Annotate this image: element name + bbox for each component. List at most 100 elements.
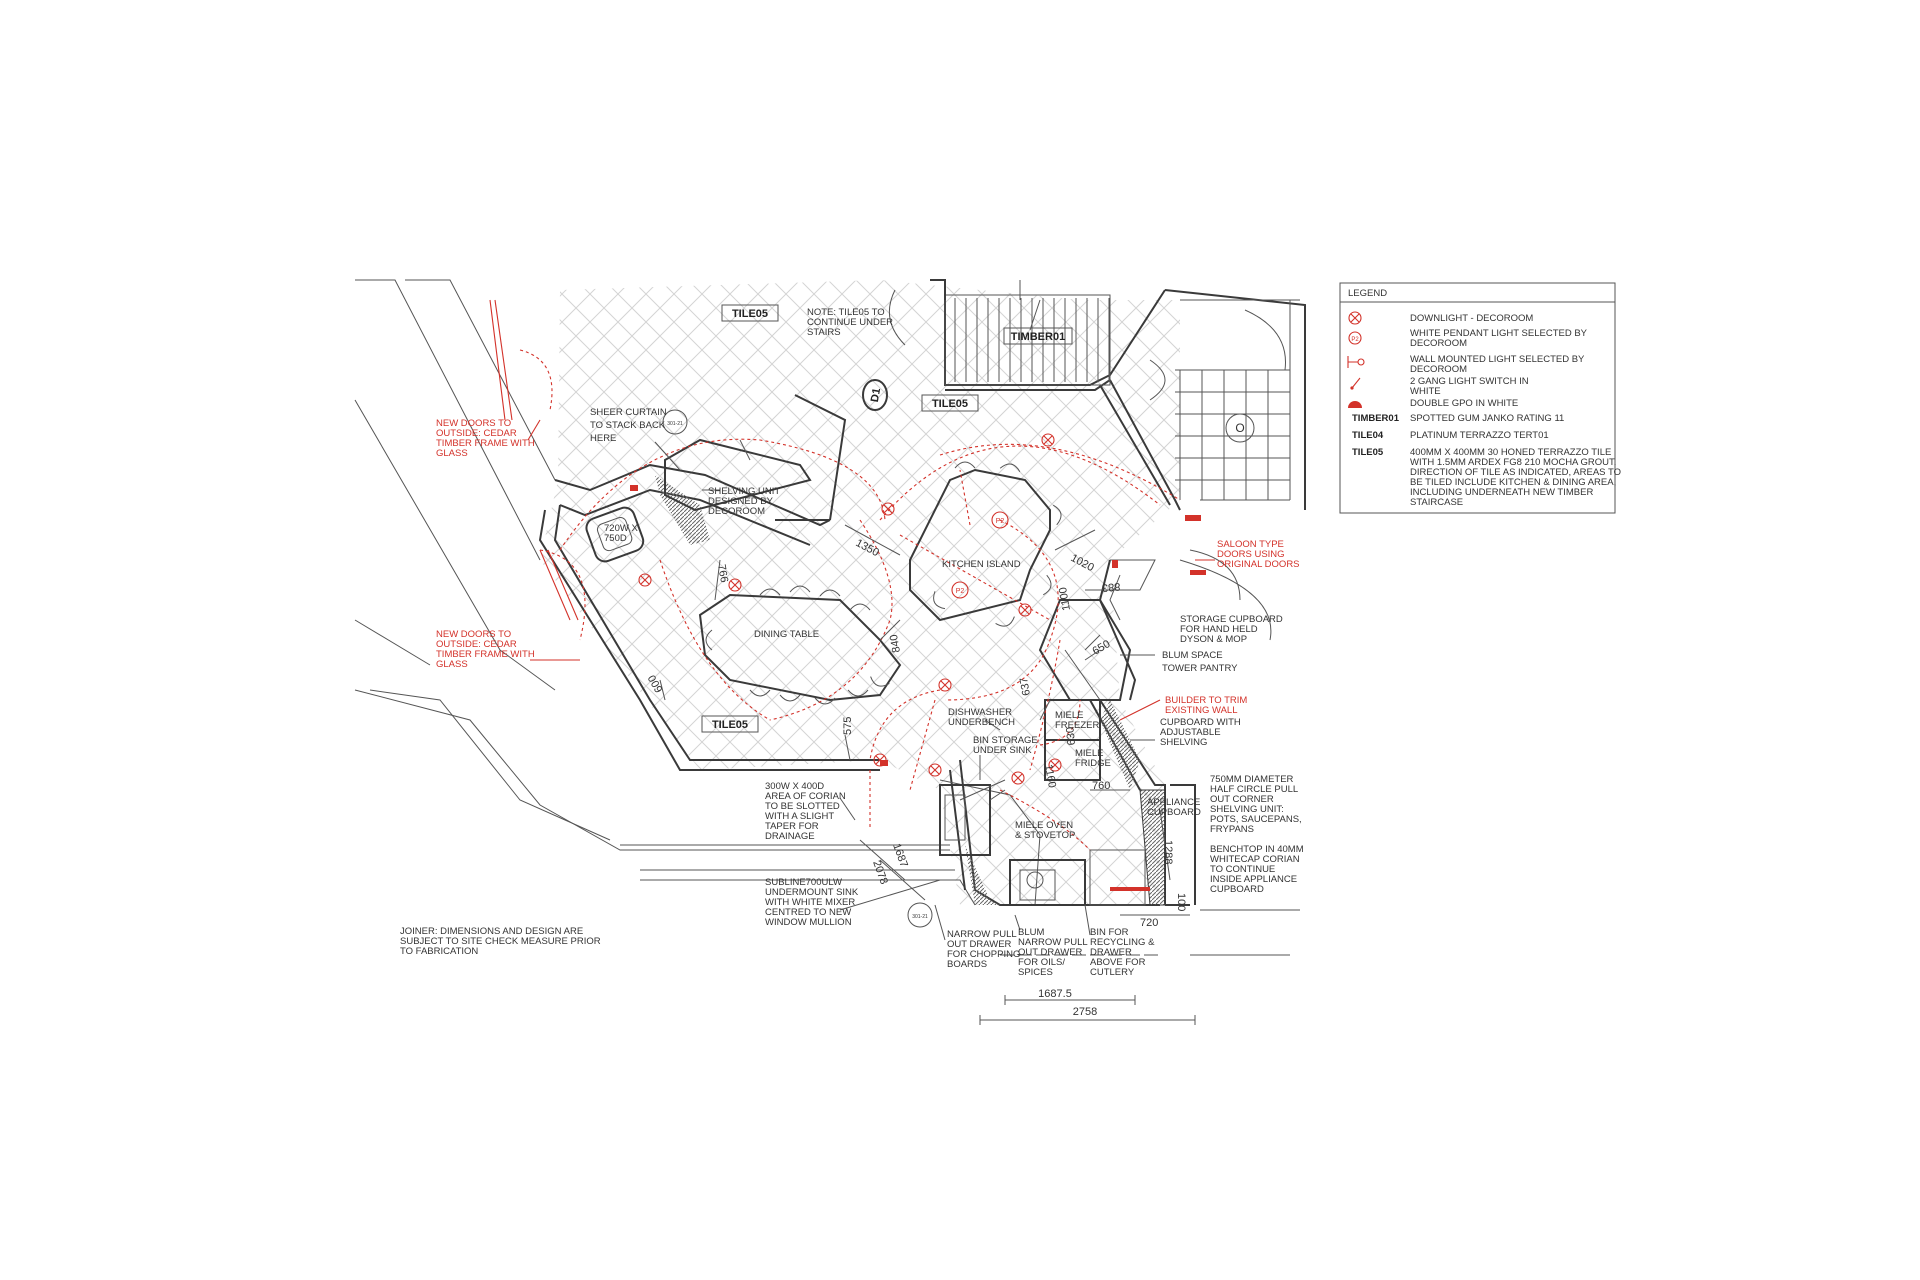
tile05-tag-bottom: TILE05 <box>712 719 748 731</box>
chair <box>999 463 1021 472</box>
downlight-icon <box>1041 433 1055 447</box>
dim-1020: 1020 <box>1069 552 1096 574</box>
wall-light-icon <box>1347 356 1365 368</box>
dim-760: 760 <box>1092 780 1110 792</box>
lighting-circuits <box>559 438 1181 851</box>
tile05-tag-top: TILE05 <box>732 308 768 320</box>
note-tower-pantry: TOWER PANTRY <box>1162 663 1238 674</box>
door-tag: D1 <box>862 379 888 411</box>
legend-code: TILE04 <box>1352 430 1384 441</box>
chair <box>954 461 976 469</box>
dim-1350: 1350 <box>854 537 881 559</box>
chair <box>779 694 801 702</box>
chair <box>819 589 841 597</box>
chair <box>814 697 836 705</box>
svg-text:301-21: 301-21 <box>667 421 683 427</box>
downlights <box>638 433 1062 785</box>
dim-575: 575 <box>842 717 854 735</box>
downlight-icon <box>1011 771 1025 785</box>
downlight-icon <box>1348 311 1362 325</box>
armchair <box>585 506 645 563</box>
dimension-lines <box>659 524 1196 1025</box>
site-outlines <box>354 279 1300 956</box>
dim-1160: 1160 <box>1042 763 1058 788</box>
dining-table <box>698 593 902 702</box>
dim-630: 630 <box>1064 726 1078 745</box>
tile-grid <box>540 280 1180 905</box>
tile05-tag-island: TILE05 <box>932 398 968 410</box>
dim-600: 600 <box>646 673 666 695</box>
staircase <box>930 279 1111 386</box>
timber01-tag: TIMBER01 <box>1011 331 1065 343</box>
legend-material-label: PLATINUM TERRAZZO TERT01 <box>1410 430 1549 441</box>
legend-code: TIMBER01 <box>1352 413 1400 424</box>
legend-title: LEGEND <box>1348 288 1387 299</box>
dim-840: 840 <box>888 633 903 653</box>
dim-720: 720 <box>1140 917 1158 929</box>
pendant-tag: P2 <box>996 518 1005 525</box>
note-miele-oven: MIELE OVEN& STOVETOP <box>1015 820 1075 841</box>
legend-label-downlight: DOWNLIGHT - DECOROOM <box>1410 313 1533 324</box>
legend-pendant-tag: P2 <box>1351 337 1359 343</box>
dim-1288: 1288 <box>1162 840 1174 864</box>
stair-circle-label: O <box>1235 421 1244 435</box>
dim-2078: 2078 <box>870 859 890 886</box>
doors <box>489 289 1272 891</box>
adjacent-room <box>1149 289 1306 510</box>
chair <box>759 588 781 596</box>
downlight-icon <box>928 763 942 777</box>
svg-text:D1: D1 <box>869 387 883 403</box>
chair <box>933 591 946 610</box>
downlight-icon <box>1018 603 1032 617</box>
svg-text:301-21: 301-21 <box>912 914 928 920</box>
joinery <box>664 438 1156 906</box>
dim-2758: 2758 <box>1073 1006 1097 1018</box>
chairs <box>705 461 1062 705</box>
dim-637: 637 <box>1018 676 1033 696</box>
section-ref-sheer: 301-21 <box>662 409 688 435</box>
note-dining-table: DINING TABLE <box>754 629 819 640</box>
dim-766: 766 <box>715 563 730 583</box>
dim-100: 100 <box>1175 893 1187 911</box>
kitchen-island <box>909 468 1051 622</box>
downlight-icon <box>728 578 742 592</box>
chair <box>1043 574 1052 596</box>
pendant-icon: P2 <box>951 581 969 599</box>
chair <box>995 616 1015 627</box>
switch-icon <box>1350 377 1361 390</box>
section-refs: 301-21 301-21 <box>662 409 933 928</box>
chair <box>870 676 890 687</box>
downlight-icon <box>638 573 652 587</box>
dim-1687: 1687 <box>890 842 910 869</box>
pendant-lights: P2 P2 <box>951 511 1009 599</box>
pendant-icon: P2 <box>991 511 1009 529</box>
chair <box>847 689 869 697</box>
section-ref-sink: 301-21 <box>907 902 933 928</box>
